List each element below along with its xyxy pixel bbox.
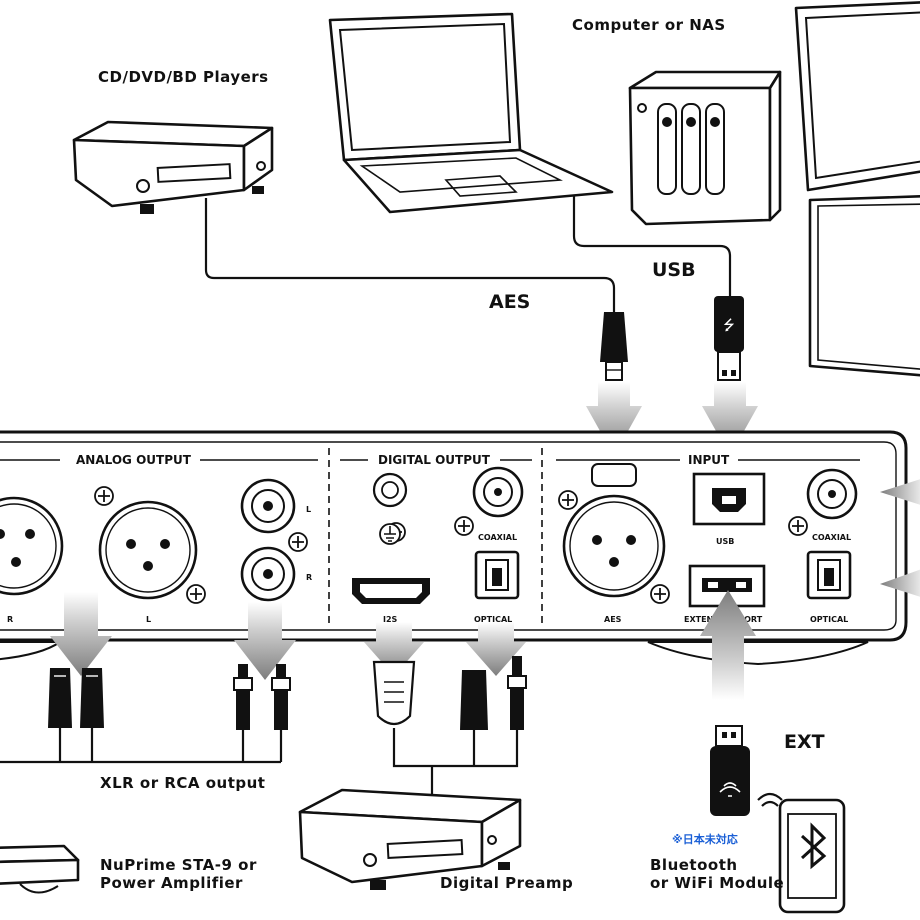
amp-label-line1: NuPrime STA-9 or [100, 856, 257, 874]
laptop-icon [328, 12, 614, 214]
aes-plug-icon [600, 312, 628, 381]
ext-up-arrow-icon [700, 590, 756, 700]
coaxial-output-port[interactable] [472, 466, 524, 518]
ground-terminal-icon [372, 472, 408, 545]
aes-cable [204, 198, 616, 312]
japan-unsupported-note: ※日本未対応 [672, 832, 738, 846]
xlr-out-arrow-icon [50, 592, 112, 676]
module-label-line1: Bluetooth [650, 856, 738, 874]
cd-player-icon [72, 120, 274, 214]
analog-output-heading: ANALOG OUTPUT [76, 453, 192, 467]
usb-down-arrow-icon [702, 382, 758, 456]
cd-player-label: CD/DVD/BD Players [98, 68, 269, 86]
xlr-right-label: R [7, 615, 13, 624]
optical-out-arrow-icon [466, 622, 526, 676]
rca-right-output-port[interactable] [240, 546, 296, 602]
rca-r-label: R [306, 573, 312, 582]
coaxial-in-arrow-icon [880, 479, 920, 505]
digital-preamp-label: Digital Preamp [440, 874, 573, 892]
power-amplifier-icon [0, 844, 80, 894]
rca-plugs-icon [233, 664, 291, 730]
usb-plug-icon: ⭍ [714, 296, 744, 381]
digital-preamp-icon [298, 788, 522, 890]
usb-cable-label: USB [652, 259, 696, 281]
xlr-right-output-port[interactable] [0, 496, 64, 596]
xlr-plugs-icon [48, 668, 104, 728]
usb-cable [572, 196, 732, 296]
monitor-icon [794, 1, 920, 377]
optical-output-label: OPTICAL [474, 615, 512, 624]
smartphone-icon [757, 792, 846, 914]
module-label-line2: or WiFi Module [650, 874, 784, 892]
input-heading: INPUT [688, 453, 730, 467]
rca-left-output-port[interactable] [240, 478, 296, 534]
computer-nas-label: Computer or NAS [572, 16, 726, 34]
aes-down-arrow-icon [586, 382, 642, 456]
optical-output-port[interactable] [474, 550, 520, 600]
coaxial-input-port[interactable] [806, 468, 858, 520]
digital-output-heading: DIGITAL OUTPUT [378, 453, 491, 467]
rca-out-arrow-icon [234, 602, 296, 680]
svg-text:⭍: ⭍ [723, 318, 735, 334]
amp-label-line2: Power Amplifier [100, 874, 243, 892]
bluetooth-icon [800, 822, 827, 870]
i2s-label: I2S [383, 615, 398, 624]
coaxial-output-label: COAXIAL [478, 533, 517, 542]
dac-back-panel [0, 430, 908, 666]
digital-output-cables [392, 728, 519, 800]
coaxial-input-label: COAXIAL [812, 533, 851, 542]
xlr-left-output-port[interactable] [98, 500, 198, 600]
optical-in-arrow-icon [880, 569, 920, 597]
optical-input-port[interactable] [806, 550, 852, 600]
nas-icon [628, 70, 782, 226]
digital-out-plugs-icon [460, 656, 527, 730]
i2s-output-port[interactable] [352, 578, 430, 604]
aes-input-port[interactable] [562, 463, 666, 598]
optical-input-label: OPTICAL [810, 615, 848, 624]
i2s-plug-icon [372, 660, 416, 726]
aes-input-label: AES [604, 615, 622, 624]
analog-output-cables [0, 728, 283, 764]
rca-l-label: L [306, 505, 311, 514]
aes-cable-label: AES [489, 291, 530, 313]
i2s-out-arrow-icon [364, 622, 424, 676]
usb-input-port[interactable] [692, 472, 766, 526]
xlr-left-label: L [146, 615, 151, 624]
wireless-dongle-icon [710, 725, 750, 816]
usb-input-label: USB [716, 537, 734, 546]
xlr-rca-output-label: XLR or RCA output [100, 774, 265, 792]
ext-label: EXT [784, 731, 825, 753]
